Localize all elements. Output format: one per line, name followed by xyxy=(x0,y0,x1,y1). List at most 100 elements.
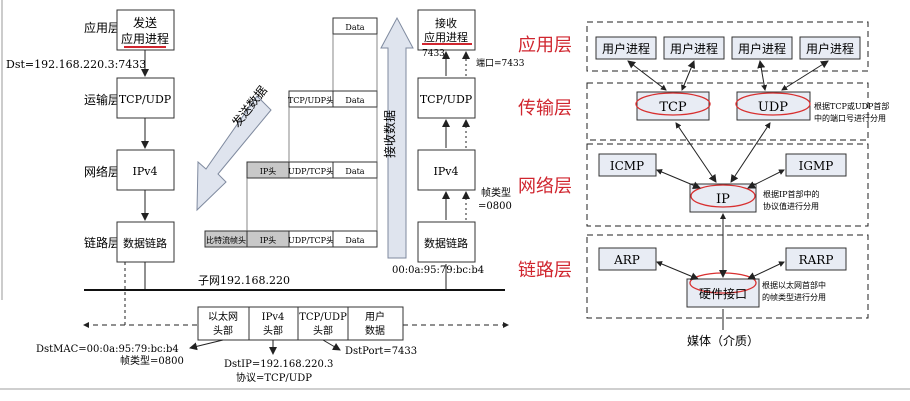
right-label-link-layer: 链路层 xyxy=(518,260,572,281)
receiver-stack: 接收 应用进程 7433 TCP/UDP IPv4 数据链路 xyxy=(417,9,476,290)
left-label-network-layer: 网络层 xyxy=(84,164,120,179)
transport-layer-box xyxy=(586,82,869,141)
protocol-label: 协议=TCP/UDP xyxy=(236,371,312,384)
receive-data-label: 接收数据 xyxy=(382,110,397,158)
encap-data-4: Data xyxy=(345,236,364,245)
frame-type-line2: =0800 xyxy=(478,201,512,212)
tcp-highlight-ellipse xyxy=(635,92,711,116)
sender-network-label: IPv4 xyxy=(133,165,158,178)
icmp-label: ICMP xyxy=(610,159,644,173)
hardware-interface-box xyxy=(686,278,760,308)
udp-label: UDP xyxy=(758,100,788,115)
dst-mac-label: DstMAC=00:0a:95:79:bc:b4 xyxy=(36,344,179,355)
frame-user-line1: 用户 xyxy=(365,310,385,323)
receiver-transport-box xyxy=(417,77,476,119)
frame-type-line1: 帧类型 xyxy=(481,186,511,199)
app-layer-box xyxy=(586,21,869,72)
receiver-network-label: IPv4 xyxy=(434,165,459,178)
encap-data-2: Data xyxy=(345,96,364,105)
user-process-3 xyxy=(731,36,793,60)
frame-structure: 以太网 头部 IPv4 头部 TCP/UDP 头部 用户 数据 DstMAC=0… xyxy=(36,306,509,384)
left-protocol-stack-diagram: 应用层 运输层 网络层 链路层 发送 应用进程 TCP/UDP IPv4 数据链… xyxy=(1,0,525,384)
receiver-transport-label: TCP/UDP xyxy=(420,93,473,106)
subnet-label: 子网192.168.220 xyxy=(198,274,290,287)
frame-tcp-line1: TCP/UDP xyxy=(299,312,347,323)
rarp-box xyxy=(785,247,847,271)
sender-app-line2: 应用进程 xyxy=(121,31,169,46)
frame-user-line2: 数据 xyxy=(365,324,385,337)
sender-app-line1: 发送 xyxy=(133,15,157,30)
igmp-label: IGMP xyxy=(799,159,834,173)
frame-eth-line2: 头部 xyxy=(213,324,233,337)
ip-highlight-ellipse xyxy=(690,184,756,208)
user-process-1 xyxy=(595,36,657,60)
link-note-line2: 的帧类型进行分用 xyxy=(762,292,826,302)
transport-note-line2: 中的端口号进行分用 xyxy=(814,113,886,123)
dst-ip-label: DstIP=192.168.220.3 xyxy=(224,359,333,370)
sender-link-box xyxy=(116,221,175,263)
igmp-box xyxy=(785,153,847,177)
dst-address-label: Dst=192.168.220.3:7433 xyxy=(6,58,146,71)
right-tcpip-demux-diagram: 应用层 传输层 网络层 链路层 用户进程 用户进程 用户进程 用户进程 TCP … xyxy=(518,21,889,348)
frame-ip-line1: IPv4 xyxy=(262,312,285,323)
arp-box xyxy=(598,247,657,271)
left-label-app-layer: 应用层 xyxy=(84,20,120,35)
user-process-4-label: 用户进程 xyxy=(806,41,854,56)
receiver-port-label: 7433 xyxy=(422,49,445,59)
dst-port-label: DstPort=7433 xyxy=(345,346,417,357)
network-note-line1: 根据IP首部中的 xyxy=(763,189,820,199)
udp-highlight-ellipse xyxy=(735,92,811,116)
send-data-arrow: 发送数据 xyxy=(196,83,272,212)
encap-frame-header: 比特流帧头 xyxy=(206,235,246,245)
encap-udp-tcp-header-1: UDP/TCP头 xyxy=(288,166,334,176)
frame-ip-line2: 头部 xyxy=(263,324,283,337)
frame-user-data xyxy=(347,306,404,341)
sender-link-label: 数据链路 xyxy=(123,236,167,250)
encap-data-1: Data xyxy=(345,23,364,32)
sender-stack: 发送 应用进程 TCP/UDP IPv4 数据链路 xyxy=(116,9,175,325)
receive-data-arrow: 接收数据 xyxy=(380,16,414,259)
user-process-3-label: 用户进程 xyxy=(738,41,786,56)
user-process-1-label: 用户进程 xyxy=(602,41,650,56)
media-label: 媒体（介质） xyxy=(687,334,759,348)
right-label-transport-layer: 传输层 xyxy=(518,98,572,119)
network-layer-box xyxy=(586,143,869,227)
transport-note-line1: 根据TCP或UDP首部 xyxy=(814,101,889,111)
frame-type-value: 帧类型=0800 xyxy=(120,354,184,367)
encap-udp-tcp-header-2: UDP/TCP头 xyxy=(288,235,334,245)
sender-transport-label: TCP/UDP xyxy=(119,93,172,106)
user-process-4 xyxy=(799,36,861,60)
receiver-network-box xyxy=(417,149,476,191)
left-label-link-layer: 链路层 xyxy=(84,235,120,250)
user-process-2 xyxy=(663,36,725,60)
sender-network-box xyxy=(116,149,175,191)
receiver-link-box xyxy=(417,221,476,263)
encap-data-3: Data xyxy=(345,167,364,176)
right-label-app-layer: 应用层 xyxy=(518,35,572,56)
arp-label: ARP xyxy=(613,253,640,267)
port-annotation: 端口=7433 xyxy=(476,57,525,69)
receiver-link-label: 数据链路 xyxy=(424,236,468,250)
receiver-mac-label: 00:0a:95:79:bc:b4 xyxy=(392,265,484,276)
encapsulation-stairs: Data TCP/UDP头 Data IP头 UDP/TCP头 Data 比特流… xyxy=(204,17,378,248)
encap-ip-header-2: IP头 xyxy=(260,235,277,245)
ip-label: IP xyxy=(716,192,730,207)
encap-tcp-header: TCP/UDP头 xyxy=(288,95,334,105)
left-label-transport-layer: 运输层 xyxy=(84,92,120,107)
udp-box xyxy=(736,91,811,121)
link-note-line1: 根据以太网首部中 xyxy=(762,280,826,290)
hardware-interface-label: 硬件接口 xyxy=(699,286,747,301)
frame-tcp-line2: 头部 xyxy=(313,324,333,337)
network-note-line2: 协议值进行分用 xyxy=(763,201,819,211)
receiver-app-line2: 应用进程 xyxy=(424,30,468,44)
user-process-2-label: 用户进程 xyxy=(670,41,718,56)
frame-eth-line1: 以太网 xyxy=(208,310,238,323)
encap-ip-header-1: IP头 xyxy=(260,166,277,176)
right-label-network-layer: 网络层 xyxy=(518,176,572,197)
receiver-app-line1: 接收 xyxy=(435,16,457,30)
tcp-label: TCP xyxy=(659,100,687,115)
link-layer-box xyxy=(586,234,869,319)
icmp-box xyxy=(598,153,657,177)
frame-eth-header xyxy=(197,306,250,341)
